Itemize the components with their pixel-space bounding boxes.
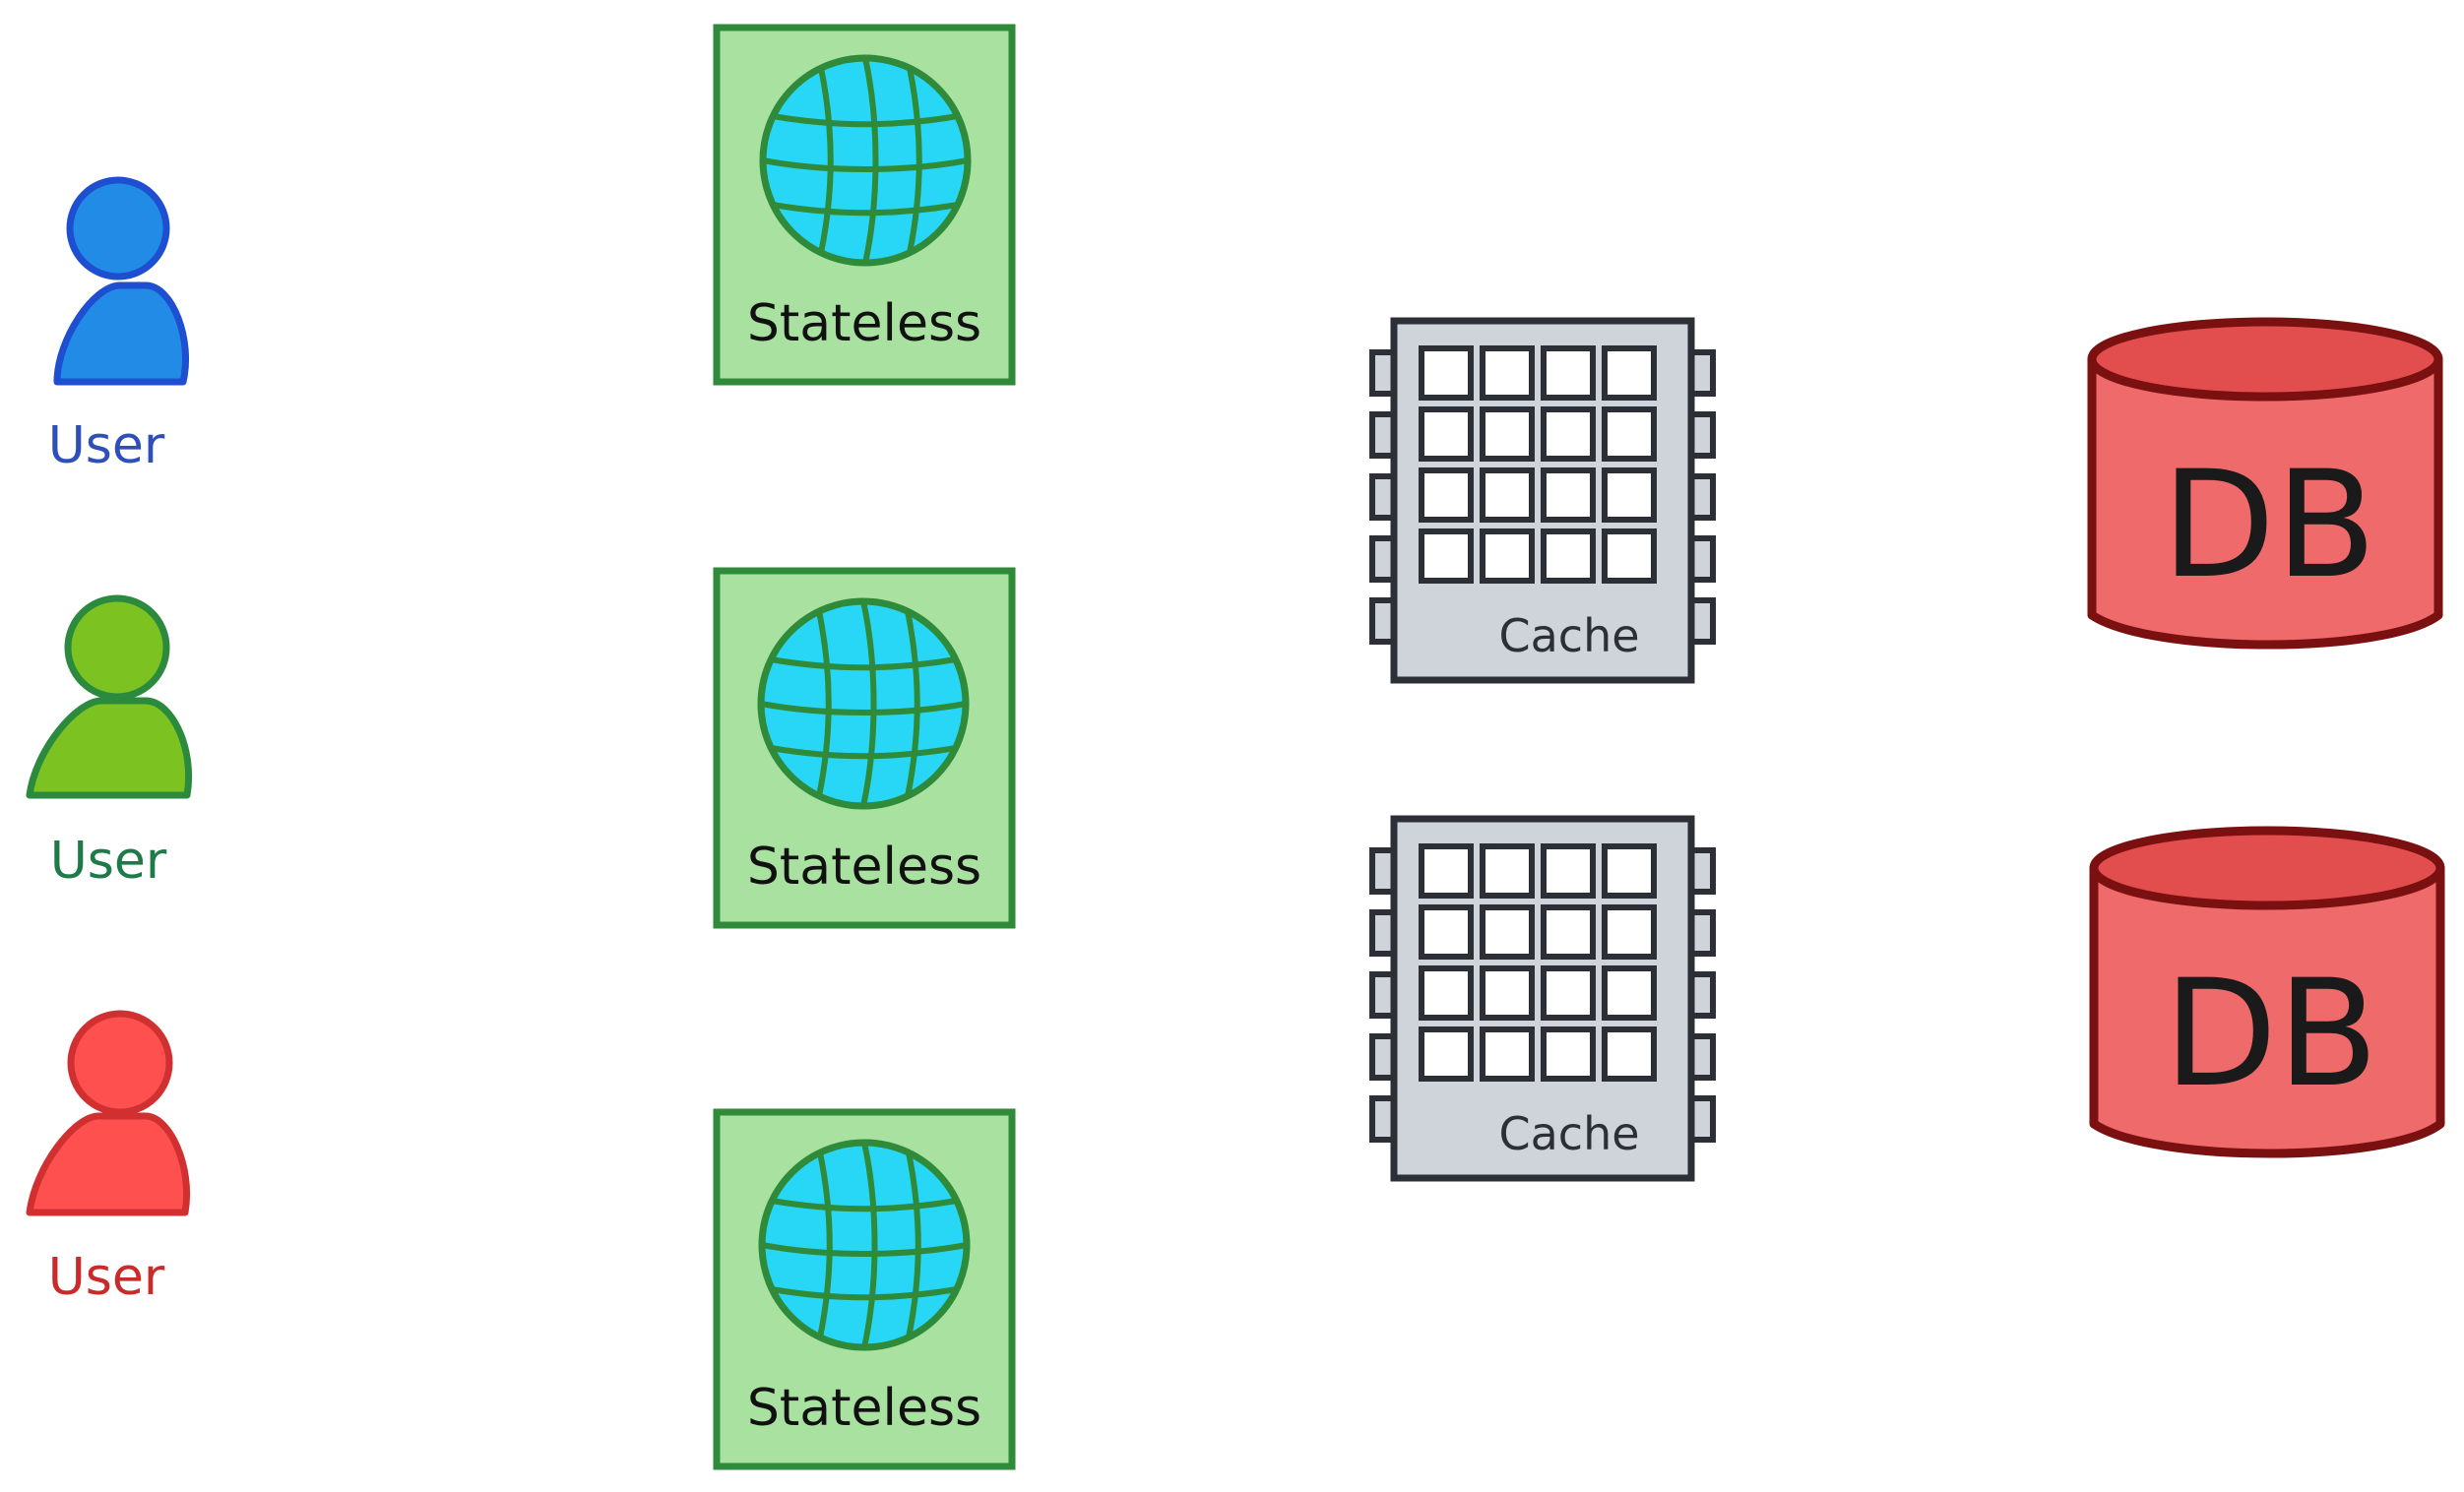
cache-cell — [1602, 406, 1657, 462]
cache-cell — [1541, 843, 1596, 899]
globe-icon — [757, 597, 970, 810]
cache-cell — [1419, 467, 1474, 523]
stateless-server-1: Stateless — [713, 24, 1016, 386]
cache-cell — [1480, 843, 1535, 899]
database-1: DB — [2087, 317, 2443, 650]
cache-cell — [1541, 406, 1596, 462]
cache-cell — [1602, 843, 1657, 899]
database-2: DB — [2089, 826, 2445, 1158]
server-label: Stateless — [747, 294, 981, 353]
cache-label: Cache — [1498, 609, 1639, 662]
cache-cell — [1419, 843, 1474, 899]
database-icon — [2087, 354, 2443, 650]
user-red: User — [26, 1010, 190, 1307]
server-label: Stateless — [747, 838, 981, 897]
cache-cell — [1419, 965, 1474, 1021]
cache-cell — [1541, 345, 1596, 401]
cache-cell — [1602, 528, 1657, 584]
cache-2: Cache — [1369, 815, 1716, 1182]
user-icon — [53, 281, 190, 386]
user-icon — [26, 697, 193, 799]
user-green: User — [26, 594, 193, 891]
cache-cell — [1541, 467, 1596, 523]
stateless-server-3: Stateless — [713, 1108, 1016, 1470]
cache-cell — [1419, 528, 1474, 584]
cache-1: Cache — [1369, 317, 1716, 684]
cache-cell — [1541, 965, 1596, 1021]
cache-cell — [1480, 528, 1535, 584]
cache-cell — [1480, 467, 1535, 523]
user-head — [66, 176, 170, 280]
user-icon — [26, 1112, 190, 1216]
cache-cell — [1602, 345, 1657, 401]
cache-cell — [1419, 1026, 1474, 1082]
cache-cell — [1480, 1026, 1535, 1082]
user-blue: User — [48, 176, 190, 475]
cache-cell — [1602, 467, 1657, 523]
cache-label: Cache — [1498, 1107, 1639, 1160]
cache-cell — [1480, 904, 1535, 960]
cache-cell — [1419, 406, 1474, 462]
cache-cell — [1480, 406, 1535, 462]
user-label: User — [50, 832, 167, 891]
cache-cell — [1541, 528, 1596, 584]
user-head — [67, 1010, 173, 1116]
database-icon — [2089, 863, 2445, 1158]
cache-cell — [1541, 1026, 1596, 1082]
cache-cell — [1602, 965, 1657, 1021]
globe-icon — [758, 1139, 971, 1351]
globe-icon — [759, 54, 972, 267]
cache-cell — [1419, 345, 1474, 401]
database-label: DB — [2164, 949, 2378, 1120]
stateless-server-2: Stateless — [713, 567, 1016, 929]
cache-cell — [1602, 1026, 1657, 1082]
database-label: DB — [2162, 440, 2376, 611]
cache-cell — [1602, 904, 1657, 960]
server-label: Stateless — [747, 1379, 981, 1438]
cache-cell — [1480, 965, 1535, 1021]
user-head — [64, 594, 170, 701]
cache-cell — [1480, 345, 1535, 401]
user-label: User — [48, 1248, 165, 1307]
cache-cell — [1419, 904, 1474, 960]
user-label: User — [48, 416, 165, 475]
cache-cell — [1541, 904, 1596, 960]
